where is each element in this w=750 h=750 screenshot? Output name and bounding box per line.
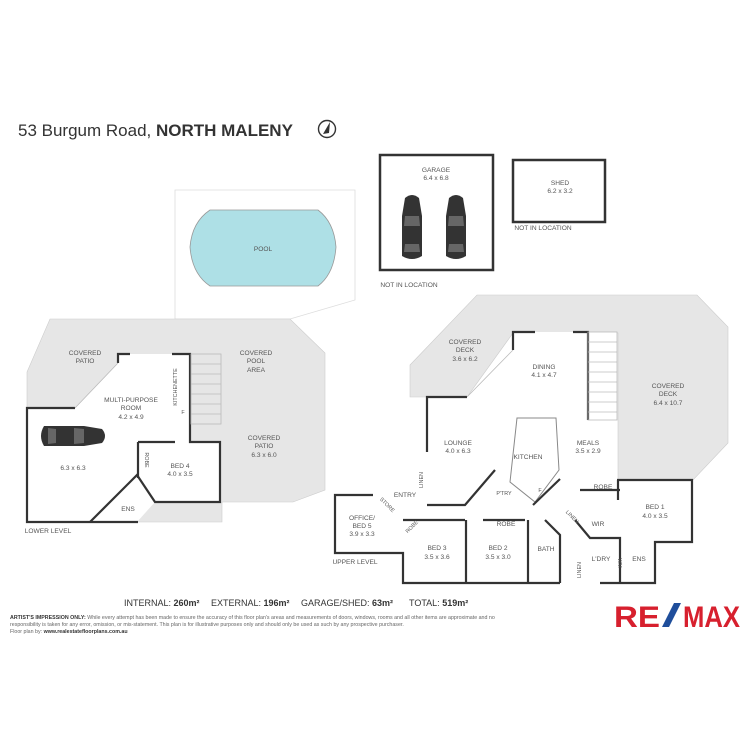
svg-text:F: F <box>538 488 542 494</box>
svg-text:BED 3: BED 3 <box>427 545 446 552</box>
svg-text:6.3 x 6.0: 6.3 x 6.0 <box>251 452 277 459</box>
svg-text:COVERED: COVERED <box>652 383 685 390</box>
svg-text:PATIO: PATIO <box>76 358 95 365</box>
svg-text:P'TRY: P'TRY <box>496 491 512 497</box>
svg-text:POOL: POOL <box>254 246 273 253</box>
svg-text:3.5 x 3.6: 3.5 x 3.6 <box>424 554 450 561</box>
svg-text:POOL: POOL <box>247 358 266 365</box>
north-arrow-icon <box>317 119 337 139</box>
svg-text:LOWER LEVEL: LOWER LEVEL <box>25 528 72 535</box>
svg-text:BATH: BATH <box>537 546 554 553</box>
area-summary: INTERNAL: 260m² EXTERNAL: 196m² GARAGE/S… <box>124 598 468 608</box>
svg-text:KITCHEN: KITCHEN <box>514 454 543 461</box>
svg-text:INTERNAL: 260m²: INTERNAL: 260m² <box>124 598 200 608</box>
svg-text:6.3 x 6.3: 6.3 x 6.3 <box>60 465 86 472</box>
svg-text:Floor plan by: www.realestatef: Floor plan by: www.realestatefloorplans.… <box>10 629 128 635</box>
svg-text:3.9 x 3.3: 3.9 x 3.3 <box>349 531 375 538</box>
garage-note: NOT IN LOCATION <box>380 282 438 289</box>
svg-text:4.0 x 6.3: 4.0 x 6.3 <box>445 448 471 455</box>
svg-text:3.6 x 6.2: 3.6 x 6.2 <box>452 356 478 363</box>
svg-text:4.0 x 3.5: 4.0 x 3.5 <box>642 513 668 520</box>
svg-text:responsibility is taken for an: responsibility is taken for any error, o… <box>10 622 404 628</box>
svg-text:COVERED: COVERED <box>240 350 273 357</box>
svg-text:COVERED: COVERED <box>69 350 102 357</box>
svg-text:ROBE: ROBE <box>143 452 149 468</box>
shed-note: NOT IN LOCATION <box>514 225 572 232</box>
svg-text:L'DRY: L'DRY <box>592 556 611 563</box>
svg-text:WIR: WIR <box>592 521 605 528</box>
remax-logo-slash <box>662 603 681 627</box>
svg-text:ENS: ENS <box>632 556 646 563</box>
upper-level: COVERED DECK 3.6 x 6.2 DINING 4.1 x 4.7 … <box>332 294 729 585</box>
svg-text:UPPER LEVEL: UPPER LEVEL <box>332 559 377 566</box>
svg-text:ROBE: ROBE <box>594 484 613 491</box>
svg-text:EXTERNAL: 196m²: EXTERNAL: 196m² <box>211 598 290 608</box>
disclaimer: ARTIST'S IMPRESSION ONLY: While every at… <box>10 615 495 635</box>
svg-text:BED 4: BED 4 <box>170 463 189 470</box>
svg-text:GARAGE/SHED: 63m²: GARAGE/SHED: 63m² <box>301 598 393 608</box>
svg-text:PATIO: PATIO <box>255 443 274 450</box>
svg-text:COVERED: COVERED <box>449 339 482 346</box>
svg-text:LOUNGE: LOUNGE <box>444 440 472 447</box>
svg-text:ARTIST'S IMPRESSION ONLY: Whil: ARTIST'S IMPRESSION ONLY: While every at… <box>10 615 495 621</box>
svg-text:6.2 x 3.2: 6.2 x 3.2 <box>547 188 573 195</box>
svg-text:TOTAL: 519m²: TOTAL: 519m² <box>409 598 468 608</box>
svg-text:F: F <box>181 410 185 416</box>
car-icon <box>41 426 105 446</box>
svg-text:COVERED: COVERED <box>248 435 281 442</box>
svg-text:6.4 x 6.8: 6.4 x 6.8 <box>423 175 449 182</box>
svg-text:OFFICE/: OFFICE/ <box>349 515 375 522</box>
svg-text:3.5 x 3.0: 3.5 x 3.0 <box>485 554 511 561</box>
svg-text:ROBE: ROBE <box>497 521 516 528</box>
svg-text:AREA: AREA <box>247 367 266 374</box>
svg-text:BED 1: BED 1 <box>645 504 664 511</box>
svg-text:DECK: DECK <box>659 391 678 398</box>
remax-logo-max: MAX <box>683 601 740 634</box>
svg-text:DINING: DINING <box>532 364 555 371</box>
svg-text:KITCHENETTE: KITCHENETTE <box>173 368 179 406</box>
remax-logo-re: RE <box>614 601 660 634</box>
svg-text:BED 2: BED 2 <box>488 545 507 552</box>
svg-text:ENS: ENS <box>121 506 135 513</box>
lower-level: COVERED PATIO MULTI-PURPOSE ROOM 4.2 x 4… <box>25 318 326 535</box>
svg-text:6.4 x 10.7: 6.4 x 10.7 <box>654 400 683 407</box>
svg-text:ENTRY: ENTRY <box>394 492 417 499</box>
svg-text:4.1 x 4.7: 4.1 x 4.7 <box>531 372 557 379</box>
pool <box>189 209 337 287</box>
svg-text:GARAGE: GARAGE <box>422 167 451 174</box>
svg-text:LINEN: LINEN <box>419 472 425 488</box>
svg-text:SHED: SHED <box>551 180 570 187</box>
svg-text:4.2 x 4.9: 4.2 x 4.9 <box>118 414 144 421</box>
address-title: 53 Burgum Road, NORTH MALENY <box>18 121 294 140</box>
svg-text:LINEN: LINEN <box>577 562 583 578</box>
svg-text:BED 5: BED 5 <box>352 523 371 530</box>
svg-text:ROOM: ROOM <box>121 405 142 412</box>
svg-text:MEALS: MEALS <box>577 440 600 447</box>
svg-text:DECK: DECK <box>456 347 475 354</box>
car-icon <box>402 195 422 259</box>
garage: GARAGE 6.4 x 6.8 NOT IN LOCATION <box>378 153 495 289</box>
remax-logo: RE MAX <box>614 601 740 634</box>
svg-text:WM: WM <box>616 558 622 568</box>
svg-text:3.5 x 2.9: 3.5 x 2.9 <box>575 448 601 455</box>
svg-text:MULTI-PURPOSE: MULTI-PURPOSE <box>104 397 158 404</box>
shed: SHED 6.2 x 3.2 NOT IN LOCATION <box>511 158 607 232</box>
car-icon <box>446 195 466 259</box>
pool-area: POOL <box>174 189 356 320</box>
svg-text:4.0 x 3.5: 4.0 x 3.5 <box>167 471 193 478</box>
